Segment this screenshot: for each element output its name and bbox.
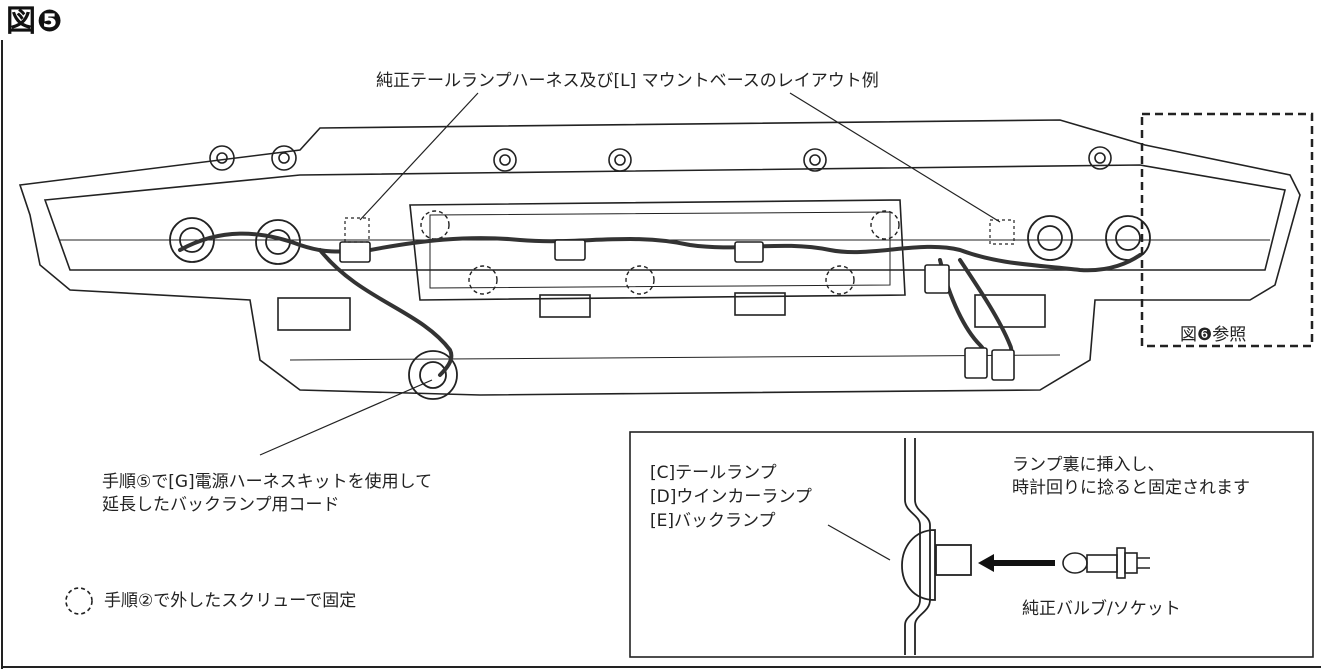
lamp-lens (901, 529, 936, 601)
lamp-socket-opening (935, 544, 972, 576)
left-vent (277, 297, 351, 331)
harness-layout-caption: 純正テールランプハーネス及び[L] マウントベースのレイアウト例 (376, 71, 879, 91)
mount-base-area (409, 199, 906, 301)
figure6-reference-box (1140, 112, 1314, 348)
inset-bulb-socket-label: 純正バルブ/ソケット (1022, 599, 1181, 619)
inset-label-back-lamp: [E]バックランプ (650, 511, 776, 531)
inset-instruction-line1: ランプ裏に挿入し、 (1012, 455, 1165, 475)
clip-right (734, 292, 786, 316)
back-lamp-cord-caption-line2: 延長したバックランプ用コード (102, 495, 340, 515)
insert-arrow (978, 554, 1055, 572)
detail-boxes (344, 217, 1015, 245)
inset-leader-line (827, 524, 891, 561)
screw-positions (420, 210, 900, 295)
lamp-sockets (169, 215, 1151, 400)
inset-lamp-drawing (901, 438, 972, 655)
panel-inner-outline (43, 164, 1286, 271)
inset-label-turn-lamp: [D]ウインカーランプ (650, 487, 812, 507)
back-lamp-cord-caption-line1: 手順⑤で[G]電源ハーネスキットを使用して (102, 472, 433, 492)
connectors (339, 239, 1015, 381)
inset-label-tail-lamp: [C]テールランプ (650, 463, 777, 483)
leader-lines (259, 92, 1001, 456)
bulb-socket-drawing (1062, 547, 1150, 579)
figure-title: 図❺ (6, 4, 64, 39)
tail-panel-drawing (18, 119, 1301, 396)
right-vent (974, 294, 1046, 328)
screw-legend-label: 手順②で外したスクリューで固定 (104, 591, 357, 611)
panel-outline (18, 119, 1301, 396)
figure6-reference-label: 図❻参照 (1180, 325, 1247, 345)
inset-instruction-line2: 時計回りに捻ると固定されます (1012, 478, 1250, 498)
screw-legend-icon (65, 587, 93, 615)
mounting-bosses (209, 145, 1112, 172)
clip-left (539, 294, 591, 318)
